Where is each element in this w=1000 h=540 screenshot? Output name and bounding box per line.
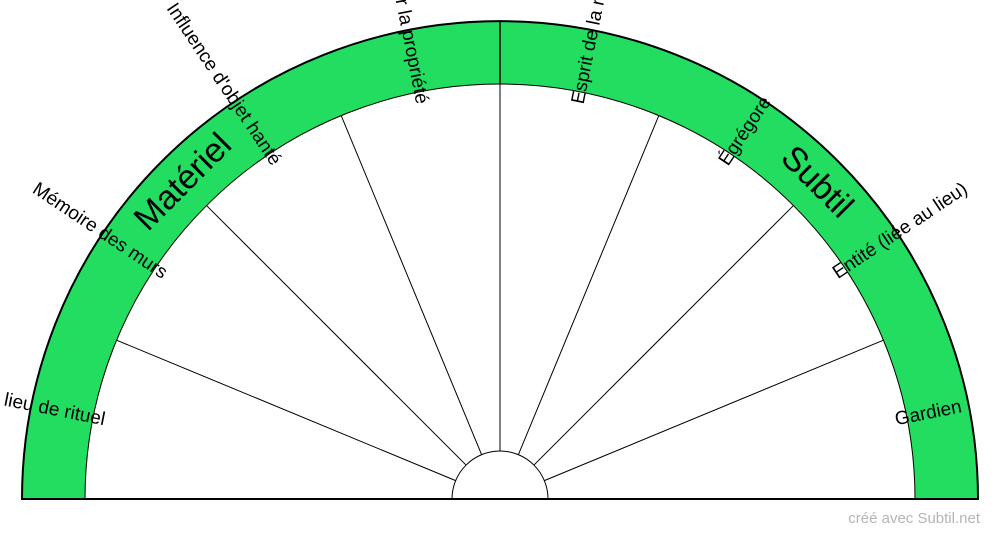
segment-divider	[517, 115, 660, 455]
segment-divider	[340, 115, 483, 455]
segment-divider	[533, 205, 794, 466]
segment-divider	[544, 339, 884, 482]
segment-divider	[116, 339, 456, 482]
center-hub	[451, 450, 549, 500]
segment-divider	[206, 205, 467, 466]
segment-dividers	[22, 84, 978, 500]
credit-text: créé avec Subtil.net	[848, 510, 980, 527]
